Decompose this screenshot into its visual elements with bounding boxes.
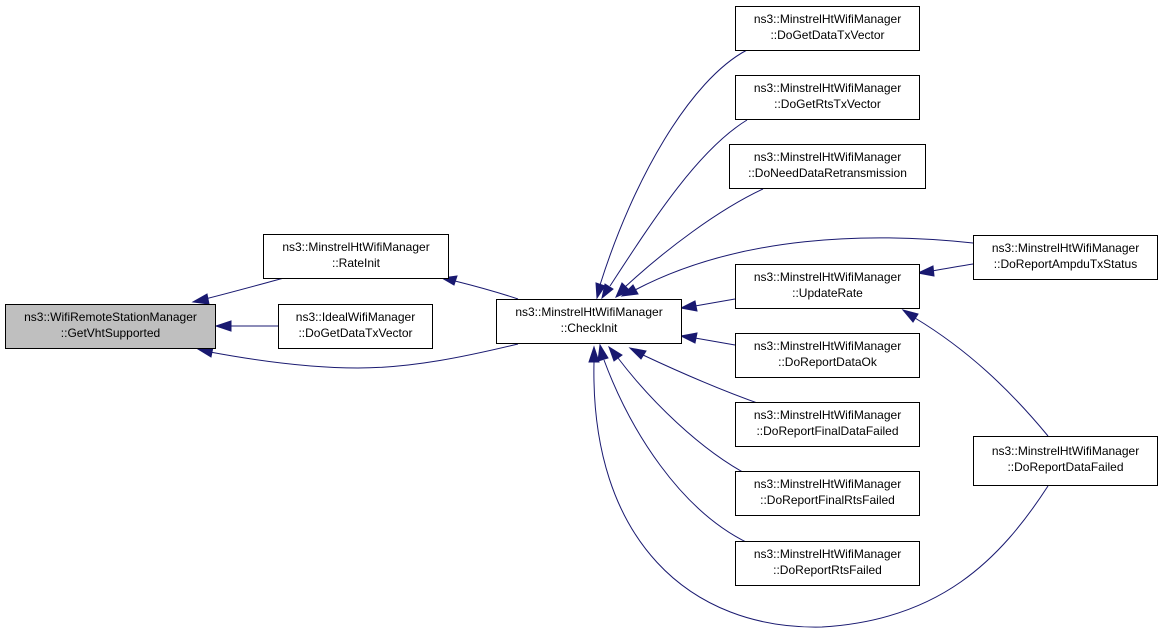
nodes: ns3::WifiRemoteStationManager ::GetVhtSu… [5,6,1158,586]
node-do-report-ampdu-tx-status-line2: ::DoReportAmpduTxStatus [994,257,1137,271]
node-ideal-do-get-data-tx-vector-line2: ::DoGetDataTxVector [298,326,412,340]
node-ideal-do-get-data-tx-vector-line1: ns3::IdealWifiManager [296,310,415,324]
edge-do-report-ampdu-tx-status-to-check-init [620,237,974,297]
node-update-rate-line1: ns3::MinstrelHtWifiManager [754,270,901,284]
node-get-vht-supported-line2: ::GetVhtSupported [61,326,160,340]
node-do-get-rts-tx-vector-line2: ::DoGetRtsTxVector [774,97,881,111]
edge-update-rate-to-check-init [679,298,736,312]
node-check-init-line1: ns3::MinstrelHtWifiManager [515,305,662,319]
node-do-report-rts-failed-line2: ::DoReportRtsFailed [773,563,882,577]
node-do-report-data-ok[interactable]: ns3::MinstrelHtWifiManager ::DoReportDat… [735,333,920,378]
edge-do-report-data-failed-to-check-init [588,345,1049,628]
node-do-report-final-rts-failed-line1: ns3::MinstrelHtWifiManager [754,477,901,491]
node-do-report-data-failed-line2: ::DoReportDataFailed [1007,460,1123,474]
edge-do-need-data-retransmission-to-check-init [615,188,764,298]
node-do-report-rts-failed-line1: ns3::MinstrelHtWifiManager [754,547,901,561]
node-do-need-data-retransmission-line1: ns3::MinstrelHtWifiManager [754,150,901,164]
node-rate-init[interactable]: ns3::MinstrelHtWifiManager ::RateInit [263,234,449,279]
node-do-get-data-tx-vector-line1: ns3::MinstrelHtWifiManager [754,12,901,26]
edge-do-report-final-rts-failed-to-check-init [608,345,751,477]
edge-do-get-rts-tx-vector-to-check-init [601,119,748,300]
node-do-get-rts-tx-vector[interactable]: ns3::MinstrelHtWifiManager ::DoGetRtsTxV… [735,75,920,120]
edge-do-report-data-failed-to-update-rate [901,309,1049,437]
edge-check-init-to-rate-init [440,275,519,300]
node-do-report-final-data-failed-line1: ns3::MinstrelHtWifiManager [754,408,901,422]
node-do-get-rts-tx-vector-line1: ns3::MinstrelHtWifiManager [754,81,901,95]
node-do-need-data-retransmission[interactable]: ns3::MinstrelHtWifiManager ::DoNeedDataR… [729,144,926,189]
edge-do-report-data-ok-to-check-init [679,332,736,346]
node-rate-init-line2: ::RateInit [332,256,381,270]
node-get-vht-supported: ns3::WifiRemoteStationManager ::GetVhtSu… [5,304,216,349]
node-do-report-rts-failed[interactable]: ns3::MinstrelHtWifiManager ::DoReportRts… [735,541,920,586]
node-get-vht-supported-line1: ns3::WifiRemoteStationManager [24,310,197,324]
node-do-report-data-ok-line1: ns3::MinstrelHtWifiManager [754,339,901,353]
edge-rate-init-to-get-vht-supported [191,277,285,305]
node-ideal-do-get-data-tx-vector[interactable]: ns3::IdealWifiManager ::DoGetDataTxVecto… [278,304,433,349]
node-do-need-data-retransmission-line2: ::DoNeedDataRetransmission [748,166,907,180]
node-do-report-ampdu-tx-status[interactable]: ns3::MinstrelHtWifiManager ::DoReportAmp… [973,235,1158,280]
node-do-report-data-failed-line1: ns3::MinstrelHtWifiManager [992,444,1139,458]
edge-ideal-do-get-data-tx-vector-to-get-vht-supported [214,320,278,332]
node-do-report-ampdu-tx-status-line1: ns3::MinstrelHtWifiManager [992,241,1139,255]
node-do-report-final-data-failed[interactable]: ns3::MinstrelHtWifiManager ::DoReportFin… [735,402,920,447]
node-do-get-data-tx-vector-line2: ::DoGetDataTxVector [770,28,884,42]
edge-do-report-rts-failed-to-check-init [597,343,749,544]
node-update-rate[interactable]: ns3::MinstrelHtWifiManager ::UpdateRate [735,264,920,309]
edge-do-get-data-tx-vector-to-check-init [595,49,748,300]
node-do-get-data-tx-vector[interactable]: ns3::MinstrelHtWifiManager ::DoGetDataTx… [735,6,920,51]
node-rate-init-line1: ns3::MinstrelHtWifiManager [282,240,429,254]
node-do-report-final-rts-failed[interactable]: ns3::MinstrelHtWifiManager ::DoReportFin… [735,471,920,516]
node-check-init[interactable]: ns3::MinstrelHtWifiManager ::CheckInit [496,299,682,344]
node-do-report-data-failed[interactable]: ns3::MinstrelHtWifiManager ::DoReportDat… [973,436,1158,486]
node-do-report-final-data-failed-line2: ::DoReportFinalDataFailed [756,424,898,438]
node-do-report-final-rts-failed-line2: ::DoReportFinalRtsFailed [760,493,895,507]
edge-do-report-ampdu-tx-status-to-update-rate [916,263,974,277]
node-update-rate-line2: ::UpdateRate [792,286,863,300]
node-do-report-data-ok-line2: ::DoReportDataOk [778,355,878,369]
edge-do-report-final-data-failed-to-check-init [628,347,764,406]
node-check-init-line2: ::CheckInit [561,321,618,335]
